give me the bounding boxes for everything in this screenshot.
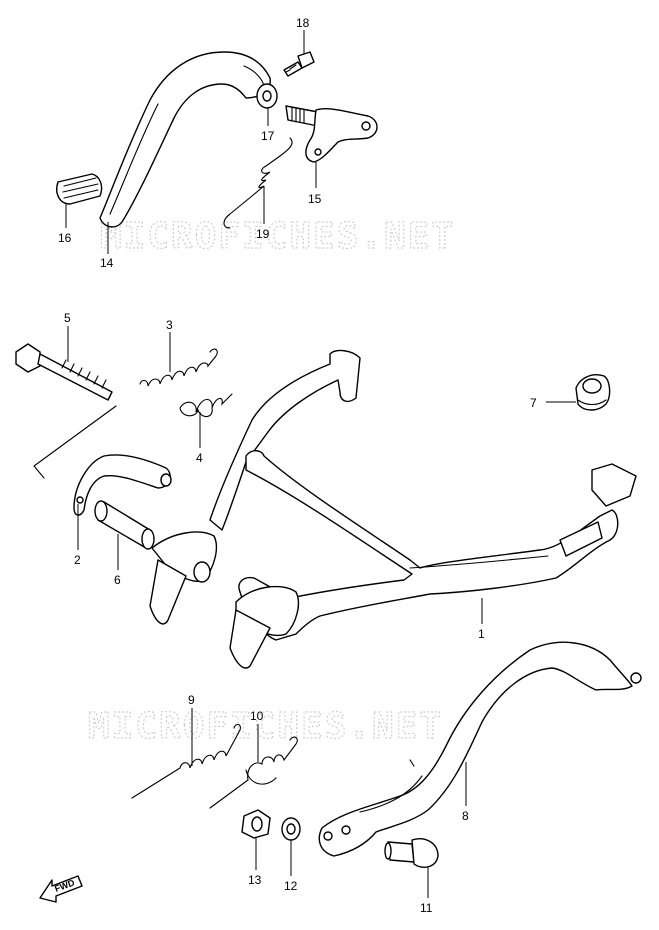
callout-13: 13	[248, 873, 262, 887]
bolt-5	[15, 343, 113, 401]
callout-12: 12	[284, 879, 298, 893]
shift-shaft	[285, 105, 378, 163]
callout-10: 10	[250, 709, 264, 723]
spring-10	[209, 736, 298, 809]
callout-3: 3	[166, 318, 173, 332]
callout-4: 4	[196, 451, 203, 465]
callout-17: 17	[261, 129, 275, 143]
callout-15: 15	[308, 192, 322, 206]
callout-5: 5	[64, 311, 71, 325]
center-stand	[149, 349, 637, 669]
stopper-7	[575, 374, 611, 411]
callout-19: 19	[256, 227, 270, 241]
watermark-bottom: MICROFICHES.NET	[88, 706, 443, 747]
spring-3	[139, 348, 218, 387]
shift-pedal-rubber	[56, 173, 103, 205]
watermark-top: MICROFICHES.NET	[100, 216, 455, 257]
spring-9	[131, 723, 241, 799]
callout-9: 9	[188, 693, 195, 707]
collar-6	[94, 500, 155, 550]
nut-13	[241, 809, 271, 839]
callout-6: 6	[114, 573, 121, 587]
callout-18: 18	[296, 16, 310, 30]
brake-pedal	[318, 641, 642, 857]
spring-19	[223, 137, 293, 229]
bracket-2	[73, 454, 172, 516]
callout-1: 1	[478, 627, 485, 641]
spring-4	[179, 393, 233, 418]
pivot-bolt-11	[384, 838, 439, 868]
gear-shift-lever	[99, 51, 271, 228]
callout-16: 16	[58, 231, 72, 245]
fwd-arrow-icon: FWD	[39, 875, 83, 903]
assembly-guide-line	[33, 405, 117, 479]
callout-14: 14	[100, 256, 114, 270]
leader-lines	[65, 30, 576, 898]
washer-17	[256, 83, 278, 109]
washer-12	[281, 817, 301, 841]
bolt-18	[283, 51, 315, 77]
callout-11: 11	[420, 901, 433, 915]
callout-2: 2	[74, 553, 81, 567]
callout-8: 8	[462, 809, 469, 823]
callout-7: 7	[530, 396, 537, 410]
